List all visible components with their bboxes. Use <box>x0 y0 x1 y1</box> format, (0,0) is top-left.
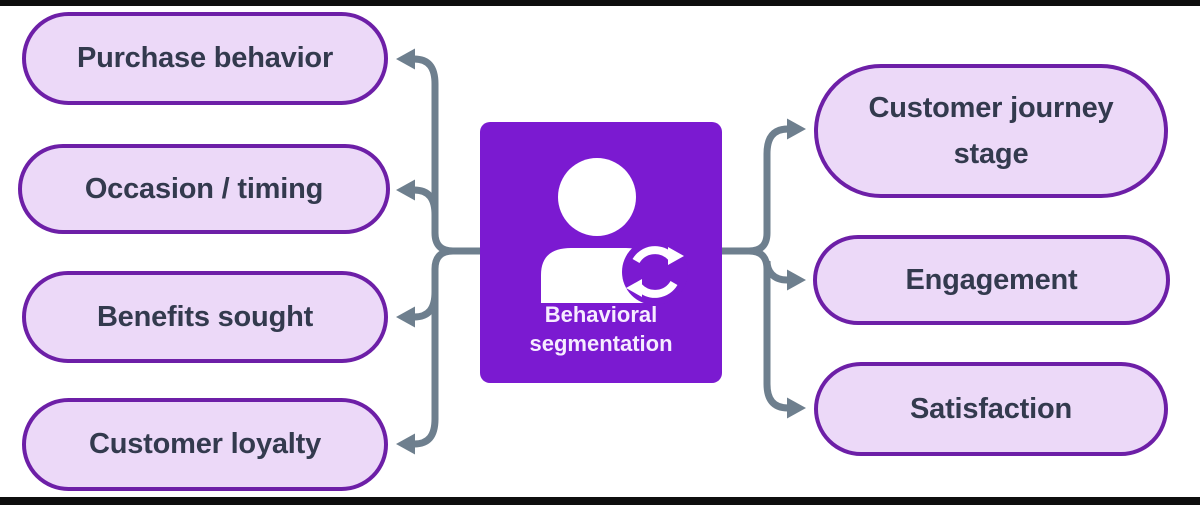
sync-arc-bottom <box>636 280 678 298</box>
person-sync-icon <box>541 158 688 305</box>
bottom-frame-bar <box>0 497 1200 505</box>
node-customer-journey-stage: Customer journey stage <box>814 64 1168 198</box>
node-occasion-timing-label: Occasion / timing <box>84 172 324 205</box>
sync-arc-top <box>632 246 674 264</box>
arrowhead-occasion-timing <box>396 179 415 201</box>
left-connector-branch-3 <box>410 291 439 321</box>
right-connector-lower <box>748 247 792 412</box>
node-purchase-behavior-label: Purchase behavior <box>76 42 334 75</box>
arrowhead-customer-loyalty <box>396 433 415 455</box>
node-benefits-sought: Benefits sought <box>22 271 388 363</box>
person-head <box>558 158 636 236</box>
arrowhead-satisfaction <box>787 397 806 419</box>
arrowhead-purchase-behavior <box>396 48 415 70</box>
node-engagement-label: Engagement <box>905 263 1078 296</box>
top-frame-bar <box>0 0 1200 6</box>
node-satisfaction-label: Satisfaction <box>910 392 1072 425</box>
node-satisfaction: Satisfaction <box>814 362 1168 456</box>
right-connector-upper <box>722 125 792 255</box>
arrowhead-benefits-sought <box>396 306 415 328</box>
arrowhead-customer-journey-stage <box>787 118 806 140</box>
node-customer-loyalty-label: Customer loyalty <box>88 428 322 461</box>
arrowhead-engagement <box>787 269 806 291</box>
center-node-label: Behavioral segmentation <box>529 302 673 357</box>
sync-arrowhead-top <box>668 247 684 265</box>
node-engagement: Engagement <box>813 235 1170 325</box>
node-occasion-timing: Occasion / timing <box>18 144 390 234</box>
node-benefits-sought-label: Benefits sought <box>96 300 314 333</box>
left-connector-branch-2 <box>410 186 439 216</box>
node-customer-journey-stage-label: Customer journey stage <box>868 91 1114 170</box>
center-node-behavioral-segmentation: Behavioral segmentation <box>480 122 722 383</box>
right-connector-branch-2 <box>763 260 791 284</box>
node-customer-loyalty: Customer loyalty <box>22 398 388 491</box>
left-connector-upper <box>410 55 480 255</box>
node-purchase-behavior: Purchase behavior <box>22 12 388 105</box>
sync-arrowhead-bottom <box>626 279 642 297</box>
left-connector-lower <box>410 247 454 448</box>
